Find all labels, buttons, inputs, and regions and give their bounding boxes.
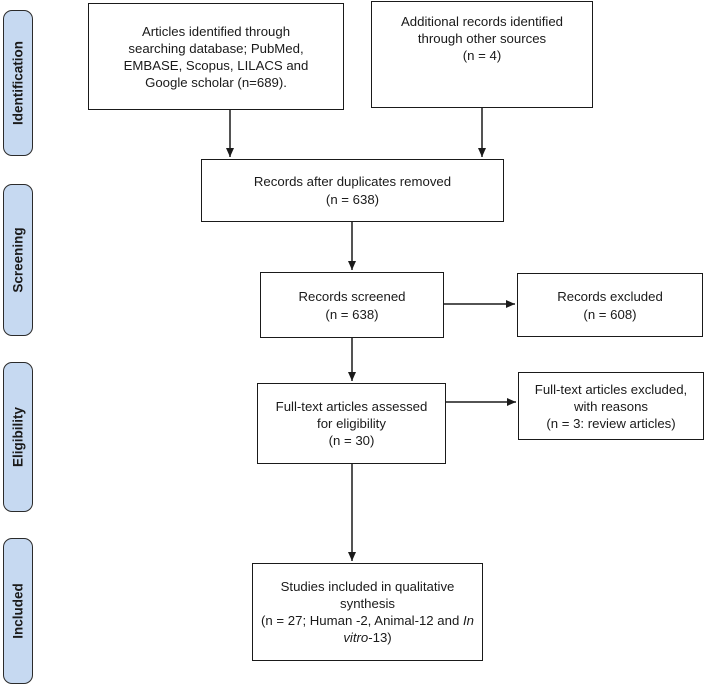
included-in-vitro-italic-2: vitro <box>343 630 369 645</box>
box-after-duplicates-line-2: (n = 638) <box>325 192 380 207</box>
included-in-vitro-count: -13) <box>368 630 392 645</box>
box-fulltext-excluded-line-1: Full-text articles excluded, <box>534 381 688 397</box>
box-identified-other-line-3: (n = 4) <box>462 48 502 63</box>
box-identified-other-line-1: Additional records identified <box>400 14 563 29</box>
box-identified-database-line-3: EMBASE, Scopus, LILACS and <box>123 57 309 73</box>
box-identified-other: Additional records identified through ot… <box>371 1 593 108</box>
stage-identification: Identification <box>3 10 33 156</box>
box-records-excluded-line-1: Records excluded <box>557 288 663 304</box>
box-records-screened: Records screened (n = 638) <box>260 272 444 338</box>
box-records-screened-line-1: Records screened <box>298 288 406 304</box>
box-records-excluded-line-2: (n = 608) <box>583 306 637 322</box>
box-included-studies-line-2: synthesis <box>340 596 395 611</box>
box-after-duplicates: Records after duplicates removed (n = 63… <box>201 159 504 222</box>
box-records-screened-line-2: (n = 638) <box>325 306 379 322</box>
box-fulltext-assessed-line-3: (n = 30) <box>328 433 375 448</box>
stage-screening: Screening <box>3 184 33 336</box>
included-in-vitro-italic-1: In <box>462 613 474 628</box>
box-after-duplicates-line-1: Records after duplicates removed <box>253 174 452 189</box>
included-breakdown-text: (n = 27; Human -2, Animal-12 and <box>261 613 463 628</box>
box-identified-database-line-1: Articles identified through <box>141 23 291 39</box>
box-records-excluded: Records excluded (n = 608) <box>517 273 703 337</box>
box-identified-other-line-2: through other sources <box>417 31 547 46</box>
stage-included: Included <box>3 538 33 684</box>
stage-eligibility: Eligibility <box>3 362 33 512</box>
box-included-studies: Studies included in qualitative synthesi… <box>252 563 483 661</box>
box-fulltext-excluded: Full-text articles excluded, with reason… <box>518 372 704 440</box>
box-fulltext-excluded-line-2: with reasons <box>573 398 649 414</box>
box-included-studies-line-3: (n = 27; Human -2, Animal-12 and In <box>261 612 474 629</box>
box-fulltext-assessed-line-1: Full-text articles assessed <box>275 399 428 414</box>
box-identified-database-line-4: Google scholar (n=689). <box>145 74 287 90</box>
box-fulltext-assessed-line-2: for eligibility <box>317 416 386 431</box>
box-fulltext-excluded-line-3: (n = 3: review articles) <box>546 415 676 431</box>
box-included-studies-line-4: vitro-13) <box>343 629 391 646</box>
box-identified-database-line-2: searching database; PubMed, <box>128 40 304 56</box>
box-included-studies-line-1: Studies included in qualitative <box>280 579 455 594</box>
box-fulltext-assessed: Full-text articles assessed for eligibil… <box>257 383 446 464</box>
box-identified-database: Articles identified through searching da… <box>88 3 344 110</box>
